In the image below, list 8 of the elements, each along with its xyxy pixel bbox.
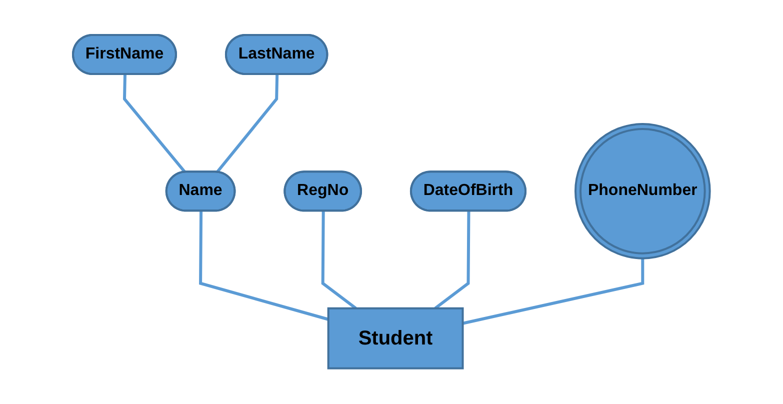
connector — [123, 74, 186, 174]
node-box: Student — [327, 308, 464, 370]
connector — [199, 211, 329, 322]
connector — [321, 211, 357, 310]
connector — [462, 258, 644, 326]
connector — [216, 74, 279, 174]
connector — [434, 211, 470, 310]
node-circle: PhoneNumber — [574, 123, 711, 260]
